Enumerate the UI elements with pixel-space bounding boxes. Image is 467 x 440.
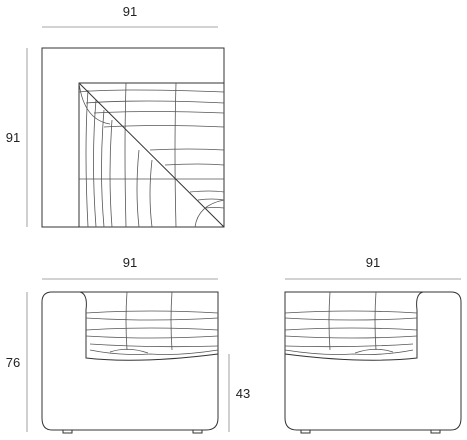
front-width-label: 91 (123, 255, 137, 270)
top-view-cushion-grid (78, 82, 225, 228)
top-width-label: 91 (123, 4, 137, 19)
seat-height-label: 43 (236, 386, 250, 401)
mirror-view-foot-left (300, 429, 311, 434)
mirror-view: 91 (284, 255, 462, 434)
front-view-foot-right (192, 429, 203, 434)
top-view: 91 91 (6, 4, 225, 228)
mirror-view-arm-body (284, 291, 462, 431)
top-depth-label: 91 (6, 130, 20, 145)
mirror-view-foot-right (430, 429, 441, 434)
front-view-arm-body (41, 291, 219, 431)
mirror-view-cushion-grid (284, 291, 418, 355)
mirror-view-backrest (284, 291, 423, 354)
front-view-foot-left (62, 429, 73, 434)
back-width-label: 91 (366, 255, 380, 270)
front-view-cushion-grid (85, 291, 219, 355)
top-view-diagonal (78, 82, 225, 228)
top-view-corner-curve (78, 82, 111, 125)
front-view: 91 76 43 (6, 255, 250, 434)
front-view-backrest (80, 291, 219, 354)
top-view-seat-outline (78, 82, 225, 228)
height-label: 76 (6, 355, 20, 370)
